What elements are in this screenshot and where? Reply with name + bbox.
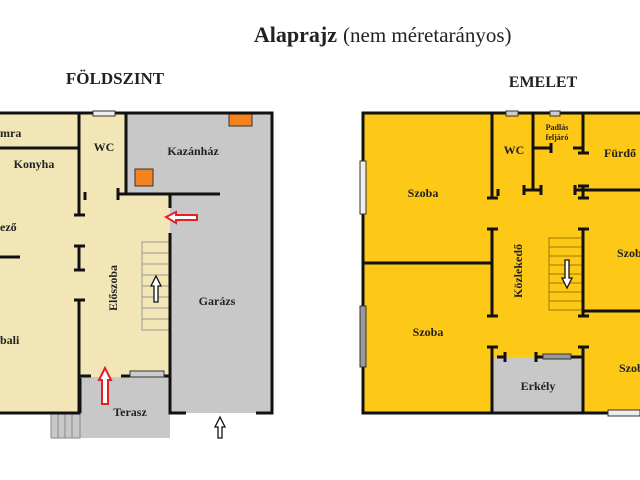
room-label: Terasz	[113, 405, 147, 419]
room-label: Szob	[619, 361, 640, 375]
room-garazs	[170, 194, 272, 413]
ground-stairs	[141, 241, 170, 331]
window	[129, 370, 165, 378]
room-label: WC	[94, 140, 115, 154]
room-label: mra	[0, 126, 21, 140]
room-label: Konyha	[14, 157, 55, 171]
entrance-arrow-icon	[163, 210, 198, 225]
garage-entry-arrow-icon	[213, 415, 227, 439]
room-label: Erkély	[521, 379, 556, 393]
stairs-up-arrow-icon	[149, 274, 163, 303]
upper-walls	[361, 111, 640, 415]
room-label: feljáró	[546, 133, 569, 142]
window	[549, 110, 561, 117]
stairs-down-arrow-icon	[560, 259, 574, 290]
ground-floor-heading: FÖLDSZINT	[66, 69, 165, 88]
room-label: Előszoba	[106, 265, 120, 311]
room-label: bali	[0, 333, 20, 347]
room-label: Kazánház	[167, 144, 219, 158]
terrace-steps	[50, 412, 81, 439]
room-label: WC	[504, 143, 525, 157]
room-label: Szob	[617, 246, 640, 260]
ground-floor: FÖLDSZINT mra Konyha WC K	[0, 69, 274, 439]
room-erkely	[493, 357, 583, 413]
upper-floor-heading: EMELET	[509, 74, 578, 91]
room-label: Fürdő	[604, 146, 636, 160]
title: Alaprajz	[254, 22, 337, 47]
room-label: ező	[0, 220, 17, 234]
window	[359, 305, 367, 368]
chimney-icon	[134, 168, 154, 187]
room-label: Padlás	[546, 123, 569, 132]
subtitle: (nem méretarányos)	[343, 23, 512, 47]
room-label: Közlekedő	[511, 244, 525, 298]
window	[505, 110, 519, 117]
room-label: Garázs	[199, 294, 236, 308]
room-label: Szoba	[413, 325, 444, 339]
window	[359, 160, 367, 215]
room-terasz	[80, 377, 170, 438]
entrance-arrow-icon	[97, 365, 113, 405]
window	[607, 409, 640, 417]
upper-floor: EMELET WC Padlás feljáró Fürdő Szoba K	[359, 74, 640, 417]
chimney-icon	[228, 112, 253, 127]
room-label: Szoba	[408, 186, 439, 200]
window	[92, 110, 116, 117]
window	[542, 353, 572, 360]
